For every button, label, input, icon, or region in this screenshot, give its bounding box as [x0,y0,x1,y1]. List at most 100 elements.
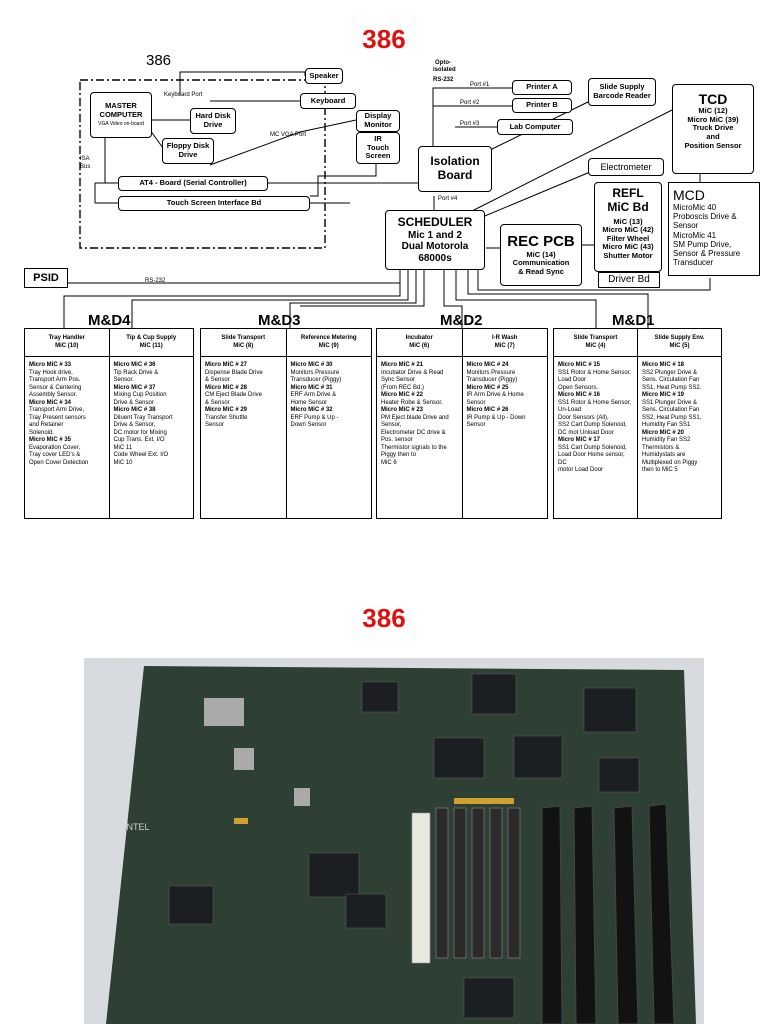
detail-line: Sensor. [114,377,191,385]
touch-screen-bd-box: Touch Screen Interface Bd [118,196,310,211]
detail-line: Sensor [467,422,545,430]
at4-board-box: AT4 - Board (Serial Controller) [118,176,268,191]
detail-line: Micro MiC # 16 [558,392,634,400]
refl-line-4: Shutter Motor [603,252,652,261]
detail-line: Tray Hook drive, [29,370,106,378]
detail-line: Heater Robe & Sensor. [381,400,459,408]
detail-line: Micro MiC # 25 [467,385,545,393]
detail-line: SS1 Rotor & Home Sensor, [558,370,634,378]
md1-title: M&D1 [612,312,655,329]
detail-line: Dispense Blade Drive [205,370,283,378]
detail-line: Solenoid. [29,430,106,438]
port3-label: Port #3 [460,121,479,127]
rec-pcb-line-2: & Read Sync [518,268,564,277]
opto-label-1: Opto- [435,60,451,66]
detail-line: Drive & Sensor [114,400,191,408]
detail-line: Humidity Fan SS1 [642,422,718,430]
detail-line: Open Sensors. [558,385,634,393]
detail-line: Micro MiC # 15 [558,362,634,370]
detail-line: Micro MiC # 34 [29,400,106,408]
md2-left-body: Micro MiC # 21Incubator Drive & ReadSync… [377,357,462,518]
printer-b-box: Printer B [512,98,572,113]
mcd-line-5: Sensor & Pressure [673,249,740,258]
master-computer-box: MASTER COMPUTER VGA Video on-board [90,92,152,138]
mcd-title: MCD [673,187,705,203]
md3-title: M&D3 [258,312,301,329]
detail-line: Transducer (Piggy) [467,377,545,385]
detail-line: Sensor [467,400,545,408]
detail-line: Load Door Home sensor, DC [558,452,634,467]
detail-line: Micro MiC # 36 [114,362,191,370]
display-monitor-label-2: Monitor [364,121,392,130]
detail-line: Micro MiC # 21 [381,362,459,370]
detail-line: Assembly Sensor. [29,392,106,400]
detail-line: Micro MiC # 19 [642,392,718,400]
rs232-label: RS-232 [145,278,165,284]
detail-line: Micro MiC # 18 [642,362,718,370]
detail-line: Sens. Circulation Fan [642,407,718,415]
detail-line: PM Eject blade Drive and [381,415,459,423]
motherboard-photo: INTEL [84,658,704,1024]
keyboard-box: Keyboard [300,93,356,109]
scheduler-line-0: SCHEDULER [398,216,473,230]
detail-line: Tip Rack Drive & [114,370,191,378]
ir-touch-screen-box: IR Touch Screen [356,132,400,164]
detail-line: Sensor [205,422,283,430]
md3-left-body: Micro MiC # 27Dispense Blade Drive& Sens… [201,357,286,518]
mcd-line-3: MicroMic 41 [673,231,716,240]
keyboard-port-label: Keyboard Port [164,92,202,98]
speaker-box: Speaker [305,68,343,84]
detail-line: Transport Arm Pos. [29,377,106,385]
detail-line: Micro MiC # 24 [467,362,545,370]
detail-line: Humidity Fan SS2 [642,437,718,445]
mcd-line-4: SM Pump Drive, [673,240,731,249]
mcd-line-1: Proboscis Drive & [673,212,737,221]
detail-line: SS1 Rotor & Home Sensor, [558,400,634,408]
floppy-disk-box: Floppy Disk Drive [162,138,214,164]
isolation-label-2: Board [438,169,473,183]
detail-line: Incubator Drive & Read [381,370,459,378]
md1-right-head: Slide Supply Env.MiC (5) [637,329,721,356]
detail-line: Load Door [558,377,634,385]
hard-disk-box: Hard Disk Drive [190,108,236,134]
detail-line: Sens. Circulation Fan [642,377,718,385]
refl-title-2: MiC Bd [607,201,648,215]
detail-line: Micro MiC # 38 [114,407,191,415]
detail-line: Monitors Pressure [467,370,545,378]
master-computer-sub: VGA Video on-board [98,122,144,128]
detail-line: Piggy then to [381,452,459,460]
opto-label-2: isolated [433,67,456,73]
electrometer-box: Electrometer [588,158,664,176]
motherboard-illustration: INTEL [84,658,704,1024]
detail-line: Cup Trans. Ext. I/O [114,437,191,445]
scheduler-line-3: 68000s [418,253,451,265]
tcd-box: TCD MiC (12) Micro MiC (39) Truck Drive … [672,84,754,174]
detail-line: ERF Pump & Up - [291,415,369,423]
detail-line: Micro MiC # 31 [291,385,369,393]
detail-line: Sensor & Centering [29,385,106,393]
detail-line: (From REC Bd.) [381,385,459,393]
floppy-disk-label-2: Drive [179,151,198,160]
detail-line: DC mot Unload Door [558,430,634,438]
detail-line: Micro MiC # 29 [205,407,283,415]
detail-line: Micro MiC # 26 [467,407,545,415]
md3-panel: Slide TransportMiC (8) Reference Meterin… [200,328,372,519]
detail-line: Diluent Tray Transport [114,415,191,423]
psid-box: PSID [24,268,68,288]
tcd-title: TCD [699,91,728,107]
detail-line: Open Cover Detection [29,460,106,468]
detail-line: Mixing Cup Position [114,392,191,400]
printer-a-box: Printer A [512,80,572,95]
detail-line: Micro MiC # 37 [114,385,191,393]
detail-line: Un-Load [558,407,634,415]
detail-line: & Sensor [205,377,283,385]
md4-left-head: Tray HandlerMiC (10) [25,329,109,356]
detail-line: Pos. sensor [381,437,459,445]
ir-touch-label-3: Screen [365,152,390,161]
detail-line: & Sensor [205,400,283,408]
scheduler-box: SCHEDULER Mic 1 and 2 Dual Motorola 6800… [385,210,485,270]
